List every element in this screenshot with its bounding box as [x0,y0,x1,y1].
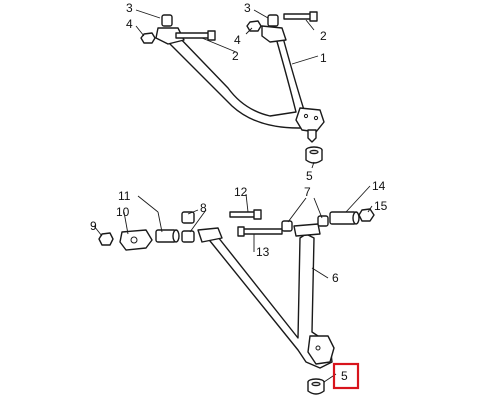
lower-front-bolt[interactable] [229,209,262,220]
callout-8: 8 [200,201,207,215]
callout-5: 5 [341,369,348,383]
callout-4: 4 [234,33,241,47]
callout-10: 10 [116,205,130,219]
upper-ball-joint-stud [307,129,317,143]
callout-11: 11 [118,189,131,203]
lower-long-bolt[interactable] [237,226,283,237]
rear-nut[interactable] [358,208,375,222]
lower-bushing-a[interactable] [181,230,195,243]
lower-a-arm-assembly [98,208,375,395]
rear-sleeve[interactable] [329,211,360,225]
upper-a-arm[interactable] [169,33,317,129]
callout-6: 6 [332,271,339,285]
lower-bushing-b[interactable] [181,211,195,224]
front-bracket[interactable] [119,229,153,251]
lower-rear-bushing-b[interactable] [317,215,329,227]
upper-left-bushing[interactable] [161,14,173,27]
upper-right-bushing[interactable] [267,14,279,27]
upper-right-bolt[interactable] [283,11,318,22]
highlight-box [332,362,360,390]
upper-right-nut[interactable] [246,20,262,32]
upper-left-nut[interactable] [140,32,156,44]
callout-labels: 1 2 2 3 3 4 4 5 5 6 7 8 9 10 11 12 13 14… [90,1,388,383]
upper-a-arm-assembly [140,11,325,164]
callout-3: 3 [126,1,133,15]
front-sleeve[interactable] [155,229,180,243]
upper-ball-joint-boot[interactable] [305,146,323,164]
lower-rear-bushing-a[interactable] [281,220,293,232]
callout-3: 3 [244,1,251,15]
lower-a-arm[interactable] [205,231,333,369]
upper-arm-left-pivot [155,27,185,45]
lower-arm-rear-pivot [293,223,321,237]
callout-9: 9 [90,219,97,233]
callout-12: 12 [234,185,248,199]
lower-arm-front-pivot [197,227,223,243]
lower-ball-joint-boot[interactable] [307,378,325,395]
callout-4: 4 [126,17,133,31]
callout-7: 7 [304,185,311,199]
lower-ball-joint-housing [307,335,335,365]
front-nut[interactable] [98,232,114,246]
callout-2: 2 [232,49,239,63]
leader-lines [93,9,373,383]
upper-arm-right-pivot [261,25,287,43]
callout-13: 13 [256,245,270,259]
callout-2: 2 [320,29,327,43]
callout-15: 15 [374,199,388,213]
callout-5: 5 [306,169,313,183]
callout-14: 14 [372,179,386,193]
callout-1: 1 [320,51,327,65]
upper-left-bolt[interactable] [175,30,216,41]
